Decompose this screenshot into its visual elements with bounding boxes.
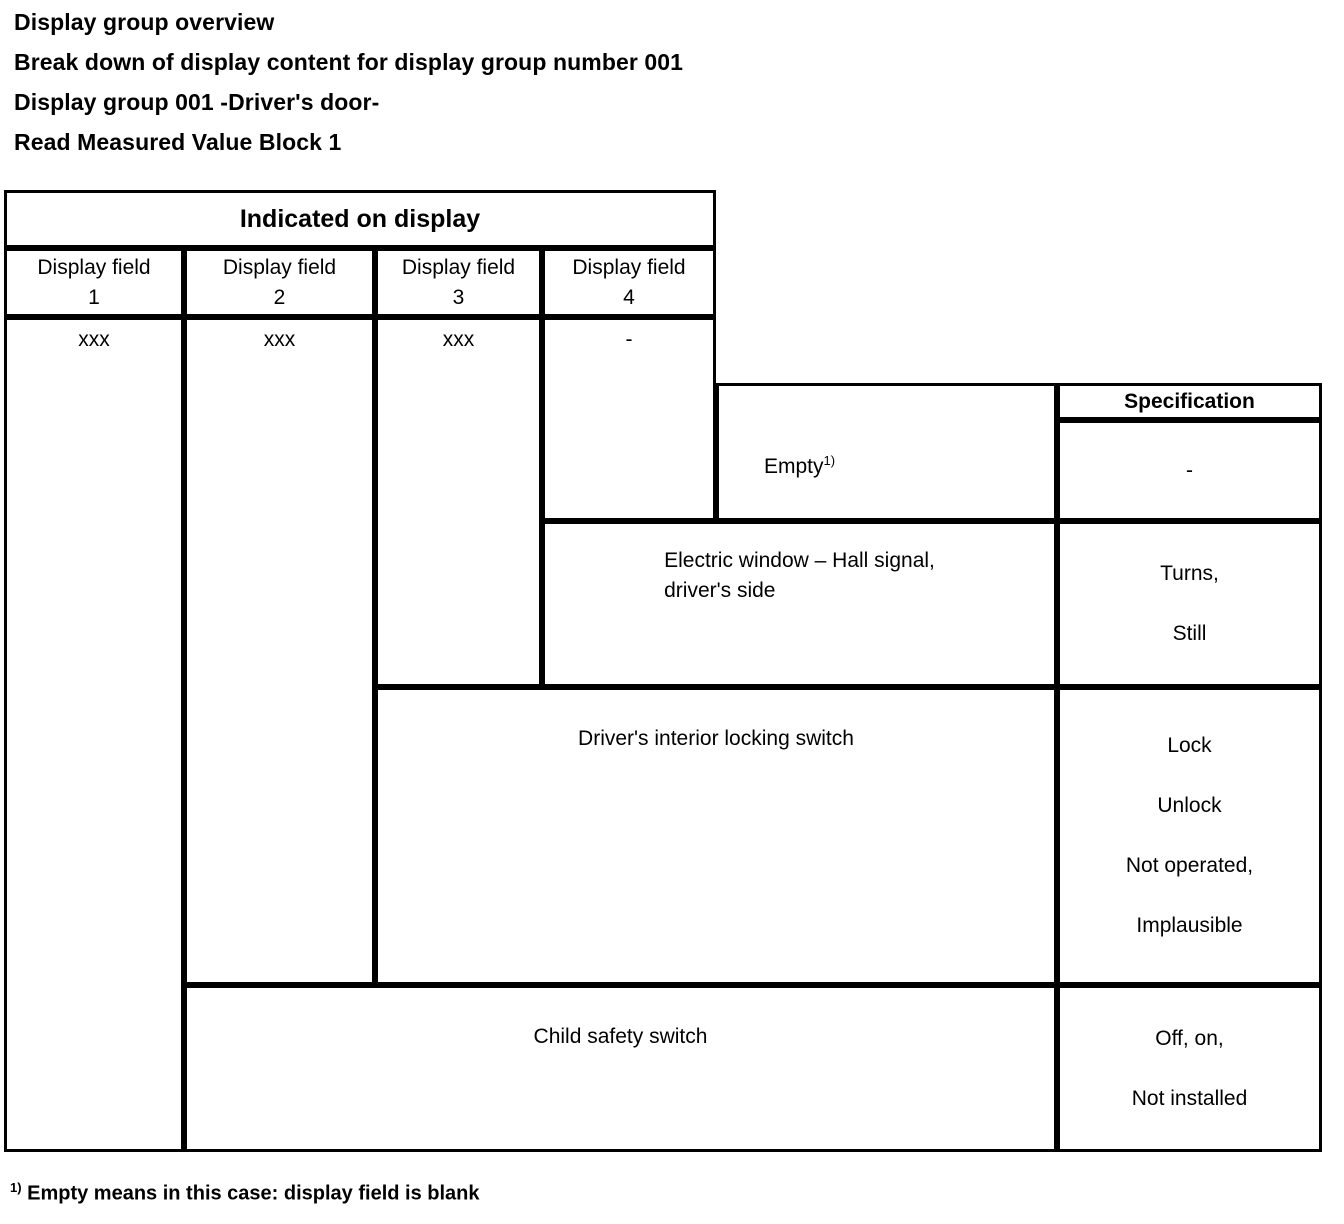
heading-line-1: Display group overview bbox=[14, 9, 275, 35]
column-header-box-3 bbox=[375, 248, 542, 317]
row-1-footnote-marker: 1) bbox=[823, 453, 836, 468]
column-header-label-2: Display field 2 bbox=[222, 255, 337, 309]
row-4-specification-value: Off, on, Not installed bbox=[1131, 1026, 1248, 1110]
row-1-specification-value: - bbox=[1186, 458, 1193, 482]
row-1-specification-cell bbox=[1057, 420, 1322, 521]
display-field-1-value: xxx bbox=[78, 328, 110, 351]
row-3-description-label: Driver's interior locking switch bbox=[578, 727, 854, 750]
column-header-box-4 bbox=[542, 248, 716, 317]
row-2-specification-value: Turns, Still bbox=[1160, 562, 1219, 645]
group-header-box bbox=[4, 190, 716, 248]
heading-line-3: Display group 001 -Driver's door- bbox=[14, 89, 380, 115]
row-1-description-label: Empty1) bbox=[542, 383, 1057, 521]
row-2-description-text: Electric window – Hall signal, driver's … bbox=[664, 549, 935, 602]
row-2-description-cell bbox=[542, 521, 1057, 687]
heading-line-2: Break down of display content for displa… bbox=[14, 49, 684, 75]
row-2-specification-cell bbox=[1057, 521, 1322, 687]
document-heading: Display group overview Break down of dis… bbox=[14, 2, 1314, 162]
heading-line-4: Read Measured Value Block 1 bbox=[14, 129, 342, 155]
row-4-description-cell bbox=[184, 985, 1057, 1152]
column-header-label-4: Display field 4 bbox=[572, 255, 686, 309]
display-field-4-cell bbox=[542, 317, 716, 521]
specification-header-box bbox=[1057, 383, 1322, 420]
display-field-1-cell bbox=[4, 317, 184, 1152]
display-field-2-cell bbox=[184, 317, 375, 985]
column-header-box-1 bbox=[4, 248, 184, 317]
display-field-2-value: xxx bbox=[263, 328, 296, 351]
column-header-label-3: Display field 3 bbox=[401, 255, 516, 309]
display-field-4-value: - bbox=[625, 328, 633, 351]
row-3-description-cell bbox=[375, 687, 1057, 985]
row-1-description-text: Empty bbox=[763, 455, 824, 478]
specification-header-label: Specification bbox=[1124, 389, 1255, 413]
column-header-label-1: Display field 1 bbox=[37, 255, 151, 309]
column-header-box-2 bbox=[184, 248, 375, 317]
footnote: 1) Empty means in this case: display fie… bbox=[10, 1180, 480, 1206]
row-2-description-label: Electric window – Hall signal, driver's … bbox=[542, 521, 1057, 631]
footnote-marker: 1) bbox=[10, 1180, 22, 1195]
group-header-label: Indicated on display bbox=[239, 205, 481, 233]
row-1-description-cell bbox=[716, 383, 1057, 521]
row-3-specification-cell bbox=[1057, 687, 1322, 985]
row-4-description-label: Child safety switch bbox=[533, 1025, 708, 1048]
display-field-3-cell bbox=[375, 317, 542, 687]
row-4-specification-cell bbox=[1057, 985, 1322, 1152]
display-field-3-value: xxx bbox=[442, 328, 475, 351]
footnote-text: Empty means in this case: display field … bbox=[27, 1182, 480, 1205]
row-3-specification-value: Lock Unlock Not operated, Implausible bbox=[1125, 734, 1254, 937]
